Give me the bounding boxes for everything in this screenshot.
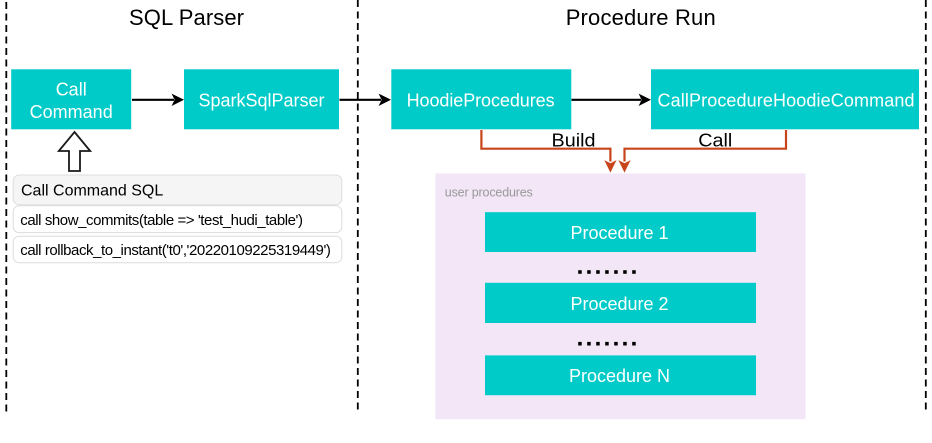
- svg-text:call show_commits(table => 'te: call show_commits(table => 'test_hudi_ta…: [20, 212, 303, 229]
- svg-text:Build: Build: [552, 130, 596, 150]
- svg-text:HoodieProcedures: HoodieProcedures: [407, 91, 555, 111]
- svg-text:Call: Call: [56, 79, 87, 99]
- svg-text:Procedure Run: Procedure Run: [566, 5, 716, 30]
- svg-text:call rollback_to_instant('t0',: call rollback_to_instant('t0','202201092…: [20, 242, 331, 259]
- svg-text:Call: Call: [698, 130, 732, 150]
- svg-text:Procedure N: Procedure N: [569, 366, 670, 386]
- svg-text:SQL Parser: SQL Parser: [129, 5, 244, 30]
- svg-text:user procedures: user procedures: [445, 186, 533, 200]
- svg-text:Command: Command: [30, 102, 113, 122]
- svg-text:Procedure 2: Procedure 2: [570, 294, 668, 314]
- svg-text:CallProcedureHoodieCommand: CallProcedureHoodieCommand: [658, 91, 915, 111]
- svg-text:Procedure 1: Procedure 1: [570, 223, 668, 243]
- svg-text:Call Command SQL: Call Command SQL: [21, 183, 163, 200]
- svg-text:SparkSqlParser: SparkSqlParser: [198, 91, 324, 111]
